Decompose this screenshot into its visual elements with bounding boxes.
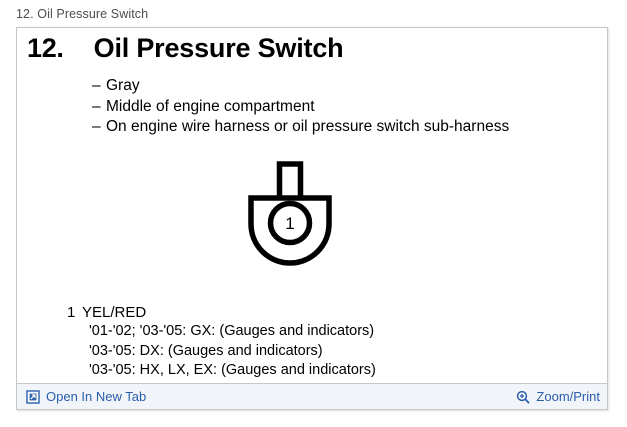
- breadcrumb: 12. Oil Pressure Switch: [16, 7, 149, 21]
- dash-marker: –: [92, 118, 101, 135]
- legend-header-row: 1 YEL/RED: [67, 303, 376, 322]
- list-item-label: On engine wire harness or oil pressure s…: [106, 118, 510, 135]
- list-item-label: Middle of engine compartment: [106, 97, 315, 115]
- magnifier-plus-icon: [516, 390, 530, 404]
- content-card: 12. Oil Pressure Switch –Gray –Middle of…: [16, 27, 608, 410]
- legend-application-row: '01-'02; '03-'05: GX: (Gauges and indica…: [89, 323, 375, 339]
- list-item: –Gray: [92, 76, 509, 97]
- terminal-circle-1: [267, 200, 313, 246]
- open-in-new-tab-label: Open In New Tab: [46, 389, 147, 404]
- legend-application-row: '03-'05: DX: (Gauges and indicators): [89, 342, 323, 359]
- connector-pinout-diagram: 1: [222, 161, 332, 276]
- list-item-label: Gray: [106, 77, 140, 94]
- list-item: –Middle of engine compartment: [92, 97, 509, 118]
- card-footer-toolbar: Open In New Tab Zoom/Print: [17, 383, 607, 409]
- heading-number: 12.: [27, 33, 64, 63]
- legend-wire-color: YEL/RED: [82, 304, 147, 321]
- external-link-icon: [26, 389, 40, 404]
- page-title: 12. Oil Pressure Switch: [27, 33, 344, 64]
- dash-marker: –: [92, 97, 101, 115]
- zoom-print-button[interactable]: Zoom/Print: [516, 390, 600, 404]
- dash-marker: –: [92, 77, 101, 94]
- legend-pin-number: 1: [67, 304, 76, 321]
- zoom-print-label: Zoom/Print: [536, 389, 600, 404]
- card-body: 12. Oil Pressure Switch –Gray –Middle of…: [17, 28, 607, 409]
- detail-list: –Gray –Middle of engine compartment –On …: [92, 76, 509, 138]
- open-in-new-tab-button[interactable]: Open In New Tab: [26, 389, 147, 404]
- wire-legend: 1 YEL/RED '01-'02; '03-'05: GX: (Gauges a…: [67, 303, 376, 381]
- legend-application-row: '03-'05: HX, LX, EX: (Gauges and indicat…: [89, 362, 376, 378]
- connector-tab-shape: [276, 161, 304, 198]
- terminal-number-1: 1: [285, 214, 294, 233]
- list-item: –On engine wire harness or oil pressure …: [92, 117, 509, 138]
- heading-title: Oil Pressure Switch: [93, 33, 344, 63]
